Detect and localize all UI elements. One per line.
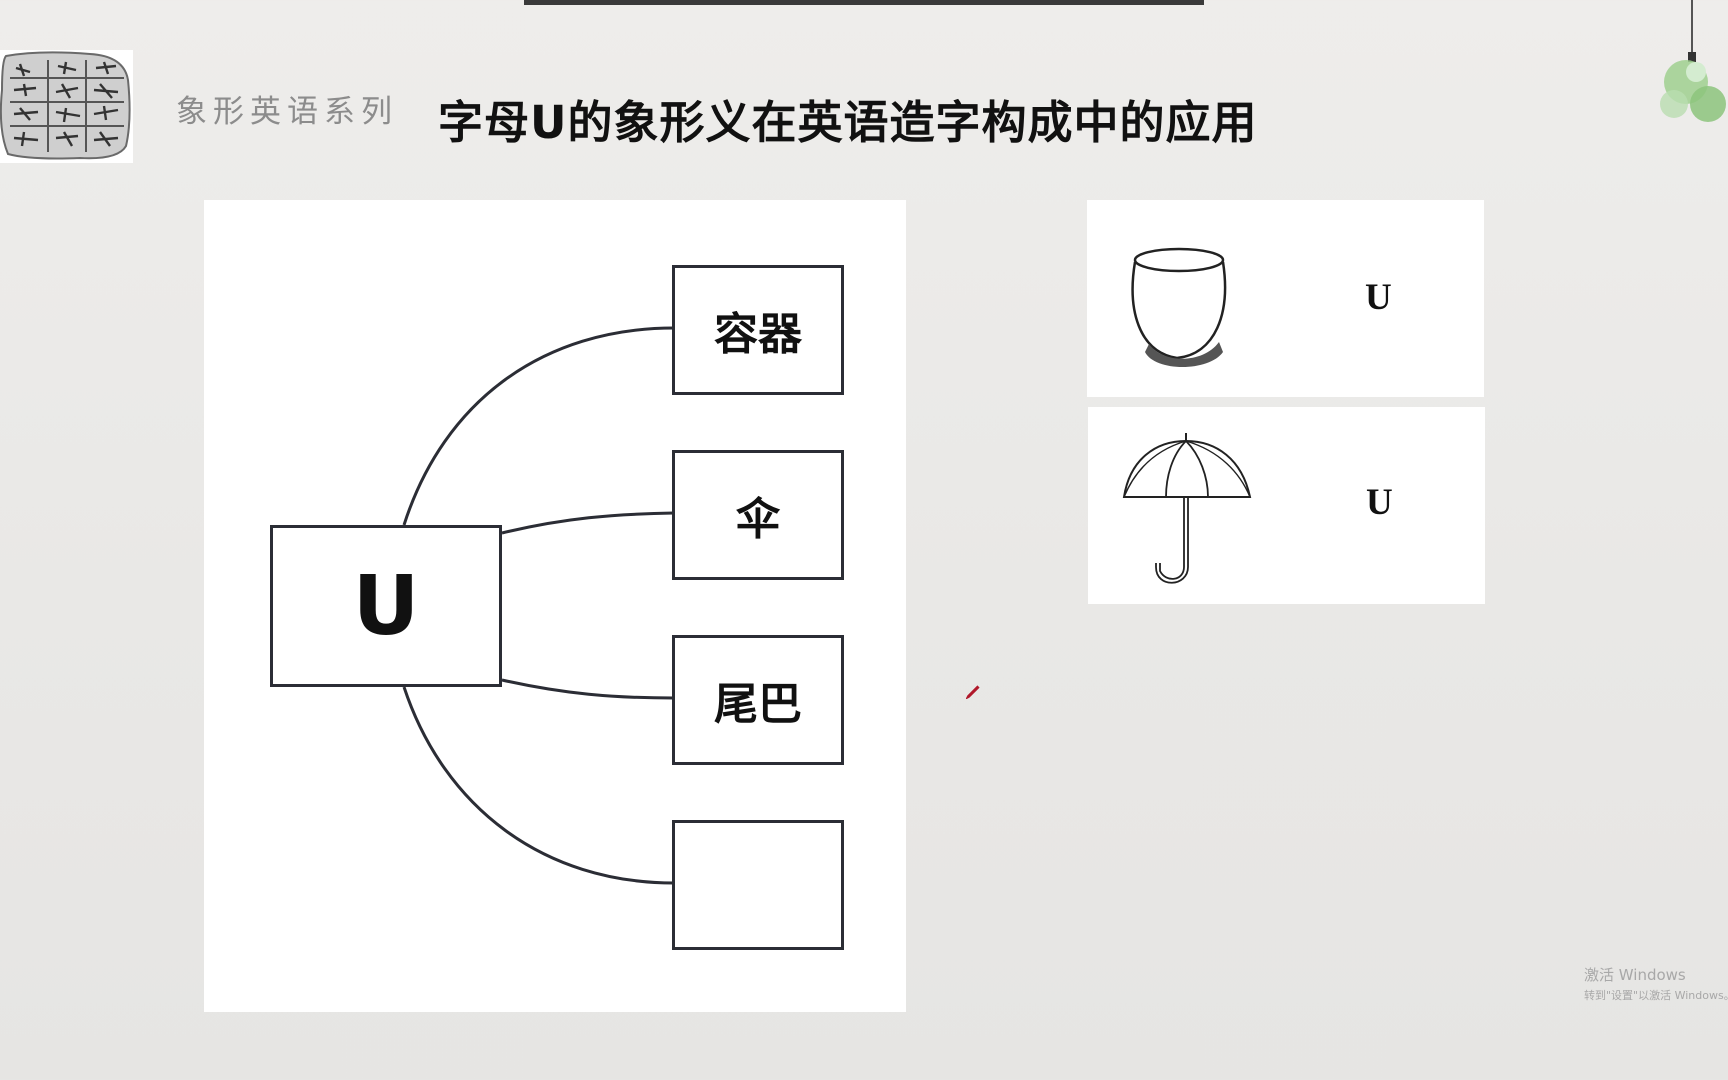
- branch-node-tail: 尾巴: [672, 635, 844, 765]
- card-letter-u-2: U: [1366, 482, 1393, 523]
- connector-1: [402, 326, 675, 526]
- windows-activation-watermark: 激活 Windows 转到"设置"以激活 Windows。: [1584, 964, 1728, 1003]
- connector-lines: [402, 326, 675, 885]
- connector-2: [501, 511, 675, 535]
- pen-cursor-icon: [965, 684, 980, 700]
- watermark-line-2: 转到"设置"以激活 Windows。: [1584, 989, 1728, 1002]
- root-node-u: U: [270, 525, 502, 687]
- cup-icon: [1131, 247, 1227, 367]
- page-title: 字母U的象形义在英语造字构成中的应用: [438, 96, 1258, 149]
- hanging-lamp-decoration: [1650, 0, 1728, 140]
- branch-node-container: 容器: [672, 265, 844, 395]
- connector-3: [501, 678, 675, 700]
- series-label: 象形英语系列: [176, 94, 398, 130]
- umbrella-card: U: [1088, 407, 1485, 604]
- card-letter-u: U: [1365, 277, 1392, 318]
- connector-4: [402, 686, 675, 885]
- mind-map-diagram: U 容器 伞 尾巴: [204, 200, 906, 1012]
- branch-node-umbrella: 伞: [672, 450, 844, 580]
- branch-node-empty: [672, 820, 844, 950]
- cuneiform-tablet-image: [0, 50, 133, 163]
- umbrella-icon: [1122, 433, 1252, 584]
- top-bar: [524, 0, 1204, 5]
- watermark-line-1: 激活 Windows: [1584, 966, 1686, 984]
- cup-card: U: [1087, 200, 1484, 397]
